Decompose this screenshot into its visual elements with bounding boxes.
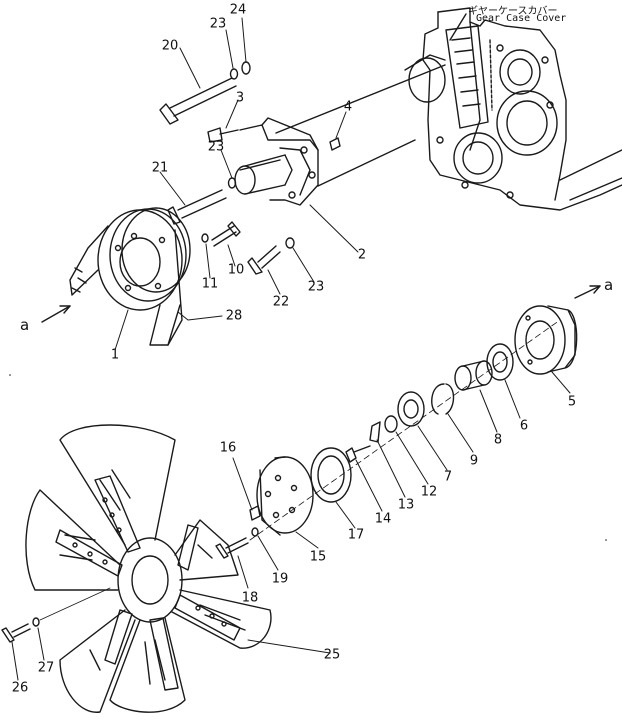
bolt-26: [1, 623, 31, 643]
callout-3: 3: [235, 90, 245, 106]
callout-27: 27: [37, 660, 55, 676]
view-marker-right: a: [604, 276, 614, 294]
washer-23a: [229, 68, 239, 80]
alignment-line-2: [317, 139, 416, 187]
bolt-10: [211, 221, 241, 247]
callout-23: 23: [307, 279, 325, 295]
callout-6: 6: [519, 418, 529, 434]
callout-28: 28: [225, 308, 243, 324]
callout-22: 22: [272, 294, 290, 310]
callout-11: 11: [201, 276, 219, 292]
bolt-3: [207, 127, 239, 143]
bearing-6: [486, 343, 514, 381]
callout-18: 18: [241, 590, 259, 606]
bolt-14: [345, 445, 371, 463]
washer-11: [201, 233, 209, 243]
view-arrow-right: [574, 285, 601, 299]
washer-19: [251, 527, 259, 537]
washer-23b: [227, 177, 237, 189]
leader-lines: [11, 17, 571, 681]
callout-25: 25: [323, 647, 341, 663]
callout-5: 5: [567, 394, 577, 410]
gasket-17: [310, 447, 352, 503]
callout-1: 1: [110, 347, 120, 363]
callout-21: 21: [151, 160, 169, 176]
callout-2: 2: [357, 247, 367, 263]
pulley-bracket: [234, 117, 319, 206]
callout-7: 7: [443, 469, 453, 485]
spacer-8: [454, 360, 493, 391]
callout-26: 26: [11, 680, 29, 696]
snap-ring-9: [431, 383, 455, 415]
callout-16: 16: [219, 440, 237, 456]
callout-9: 9: [469, 453, 479, 469]
callout-17: 17: [347, 527, 365, 543]
callout-24: 24: [229, 2, 247, 18]
callout-19: 19: [271, 571, 289, 587]
gasket-17-inner: [317, 455, 345, 495]
washer-27: [32, 617, 40, 627]
cooling-fan: [25, 424, 272, 713]
view-arrow-left: [41, 305, 71, 323]
callout-8: 8: [493, 432, 503, 448]
fan-bolt-line: [39, 587, 111, 621]
gear-case-cover-label-en: Gear Case Cover: [476, 13, 567, 24]
fan-pulley: [69, 207, 191, 346]
bolt-22: [247, 245, 281, 275]
callout-23: 23: [209, 16, 227, 32]
bearing-7: [397, 391, 425, 427]
gear-case-cover: [404, 7, 622, 211]
callout-10: 10: [227, 262, 245, 278]
bolt-18: [215, 537, 249, 559]
view-marker-left: a: [20, 316, 30, 334]
washer-24: [241, 61, 251, 75]
scan-dot: [605, 539, 607, 541]
flange-housing: [514, 305, 578, 375]
callout-4: 4: [343, 99, 353, 115]
bolt-16: [249, 505, 261, 521]
washer-12: [384, 415, 398, 433]
gear-case-cover-label-jp: ギヤーケースカバー: [468, 6, 558, 17]
callout-20: 20: [161, 38, 179, 54]
leader-gear-case-cover: [449, 13, 467, 41]
fan-spacer-15: [256, 456, 314, 536]
callout-15: 15: [309, 549, 327, 565]
callout-14: 14: [374, 511, 392, 527]
shaft-centerline: [249, 319, 561, 541]
callout-13: 13: [397, 497, 415, 513]
washer-23c: [285, 237, 295, 249]
scan-dot: [9, 374, 11, 376]
bolt-20: [159, 77, 237, 125]
callout-23: 23: [207, 139, 225, 155]
lock-plate-13: [369, 421, 381, 443]
bolt-4: [329, 137, 341, 151]
bolt-21: [167, 189, 227, 225]
callout-12: 12: [420, 484, 438, 500]
alignment-line-1: [275, 64, 446, 134]
